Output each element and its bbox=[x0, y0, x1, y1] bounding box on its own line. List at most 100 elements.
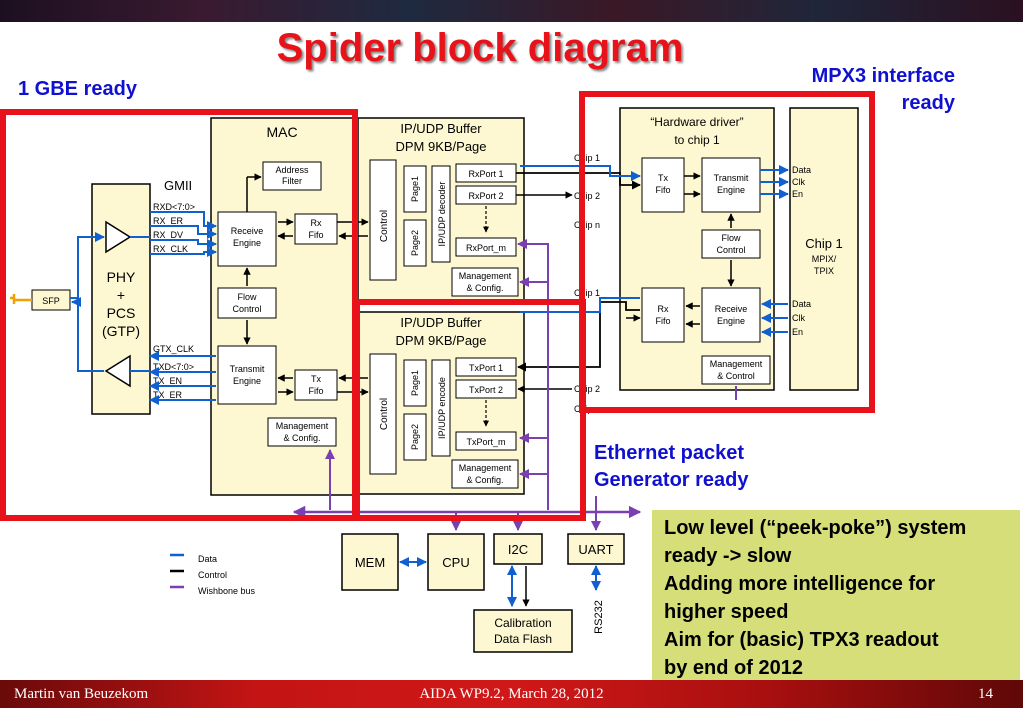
ethernet-generator-label: Ethernet packet Generator ready bbox=[594, 440, 749, 494]
buffer-tx-title-1: IP/UDP Buffer bbox=[400, 315, 482, 330]
chip-io-bottom-clk: Clk bbox=[792, 313, 805, 323]
gmii-label: GMII bbox=[164, 178, 192, 193]
uart-block bbox=[567, 533, 625, 565]
svg-text:“Hardware driver”to chip 1: “Hardware driver”to chip 1 bbox=[650, 115, 743, 147]
ethernet-label-line1: Ethernet packet bbox=[594, 442, 745, 464]
rx-management-label-2: & Config. bbox=[466, 283, 503, 293]
calibration-label-1: Calibration bbox=[494, 616, 551, 630]
chip1-block bbox=[789, 107, 859, 391]
hd-rx-fifo-label-2: Fifo bbox=[655, 316, 670, 326]
note-line-6: by end of 2012 bbox=[664, 657, 803, 679]
tx-port-1-box bbox=[455, 357, 517, 377]
tx-port-m-label: TxPort_m bbox=[466, 437, 505, 447]
hd-tx-fifo-box bbox=[641, 157, 685, 213]
chip1-label-3: TPIX bbox=[814, 266, 834, 276]
chip-label-tx-2: Chip 2 bbox=[574, 384, 600, 394]
hd-transmit-label-1: Transmit bbox=[714, 173, 749, 183]
rx-decoder-label: IP/UDP decoder bbox=[437, 182, 447, 247]
phy-label-1: PHY bbox=[107, 269, 136, 285]
transmit-engine-box bbox=[217, 345, 277, 405]
legend-control-label: Control bbox=[198, 570, 227, 580]
rx-fifo-box bbox=[294, 213, 338, 245]
flow-control-box bbox=[217, 287, 277, 319]
tx-management-box bbox=[451, 459, 519, 489]
rx-page1-box bbox=[403, 165, 427, 213]
footer-banner bbox=[0, 680, 1023, 708]
mac-label: MAC bbox=[266, 124, 297, 140]
hd-flow-label-2: Control bbox=[716, 245, 745, 255]
hd-flow-label-1: Flow bbox=[721, 233, 741, 243]
chip-label-rx-2: Chip 2 bbox=[574, 191, 600, 201]
summary-note-box: Low level (“peek-poke”) system ready -> … bbox=[652, 510, 1020, 680]
hd-flow-control-box bbox=[701, 229, 761, 259]
hd-tx-fifo-label-2: Fifo bbox=[655, 185, 670, 195]
rx-control-label: Control bbox=[379, 210, 390, 242]
rx-management-label-1: Management bbox=[459, 271, 512, 281]
rx-port-1-label: RxPort 1 bbox=[468, 169, 503, 179]
rx-fifo-label-2: Fifo bbox=[308, 230, 323, 240]
mpx3-label-line2: ready bbox=[901, 92, 955, 114]
hd-transmit-engine-box bbox=[701, 157, 761, 213]
slide-title: Spider block diagram bbox=[276, 26, 684, 70]
hd-transmit-label-2: Engine bbox=[717, 185, 745, 195]
gtx-signal-clk: GTX_CLK bbox=[153, 344, 194, 354]
calibration-flash-block bbox=[473, 609, 573, 653]
address-filter-label-2: Filter bbox=[282, 176, 302, 186]
gmii-signal-rx-er: RX_ER bbox=[153, 216, 184, 226]
cpu-label: CPU bbox=[442, 555, 469, 570]
mpx3-highlight-frame bbox=[579, 91, 875, 413]
svg-text:Management& Config.: Management & Config. bbox=[459, 271, 512, 293]
note-line-3: Adding more intelligence for bbox=[664, 573, 936, 595]
footer-author: Martin van Beuzekom bbox=[14, 686, 149, 702]
rs232-label: RS232 bbox=[593, 600, 605, 634]
hd-receive-label-1: Receive bbox=[715, 304, 748, 314]
calibration-label-2: Data Flash bbox=[494, 632, 552, 646]
chip-label-rx-n: Chip n bbox=[574, 220, 600, 230]
note-line-1: Low level (“peek-poke”) system bbox=[664, 517, 967, 539]
tx-encoder-label: IP/UDP encode bbox=[437, 377, 447, 439]
svg-text:Management& Control: Management& Control bbox=[710, 359, 763, 381]
flow-control-label-2: Control bbox=[232, 304, 261, 314]
note-line-5: Aim for (basic) TPX3 readout bbox=[664, 629, 939, 651]
hardware-driver-title-2: to chip 1 bbox=[674, 133, 720, 147]
rx-page2-box bbox=[403, 219, 427, 267]
tx-management-label-2: & Config. bbox=[466, 475, 503, 485]
tx-control-label: Control bbox=[379, 398, 390, 430]
uart-label: UART bbox=[578, 542, 613, 557]
phy-rx-driver bbox=[105, 220, 132, 254]
chip-io-top-data: Data bbox=[792, 165, 811, 175]
gmii-signal-rx-clk: RX_CLK bbox=[153, 244, 188, 254]
phy-label-3: PCS bbox=[107, 305, 136, 321]
hd-management-label-2: & Control bbox=[717, 371, 755, 381]
rx-port-m-box bbox=[455, 237, 517, 257]
tx-fifo-label-1: Tx bbox=[311, 374, 321, 384]
hd-receive-label-2: Engine bbox=[717, 316, 745, 326]
chip-io-bottom-data: Data bbox=[792, 299, 811, 309]
address-filter-label-1: Address bbox=[275, 165, 309, 175]
tx-page1-label: Page1 bbox=[410, 370, 420, 396]
top-banner bbox=[0, 0, 1023, 22]
svg-text:Management& Config.: Management& Config. bbox=[459, 463, 512, 485]
rx-port-m-label: RxPort_m bbox=[466, 243, 506, 253]
gbe-ready-label: 1 GBE ready bbox=[18, 78, 137, 100]
tx-page1-box bbox=[403, 359, 427, 407]
note-line-4: higher speed bbox=[664, 601, 789, 623]
tx-port-m-box bbox=[455, 431, 517, 451]
hd-management-box bbox=[701, 355, 771, 385]
optical-connector-icon bbox=[10, 294, 32, 304]
rx-page1-label: Page1 bbox=[410, 176, 420, 202]
address-filter-box bbox=[262, 161, 322, 191]
tx-encoder-box bbox=[431, 359, 451, 457]
note-line-2: ready -> slow bbox=[664, 545, 792, 567]
gmii-signal-rx-dv: RX_DV bbox=[153, 230, 183, 240]
buffer-rx-title-2: DPM 9KB/Page bbox=[395, 139, 486, 154]
flow-control-label-1: Flow bbox=[237, 292, 257, 302]
